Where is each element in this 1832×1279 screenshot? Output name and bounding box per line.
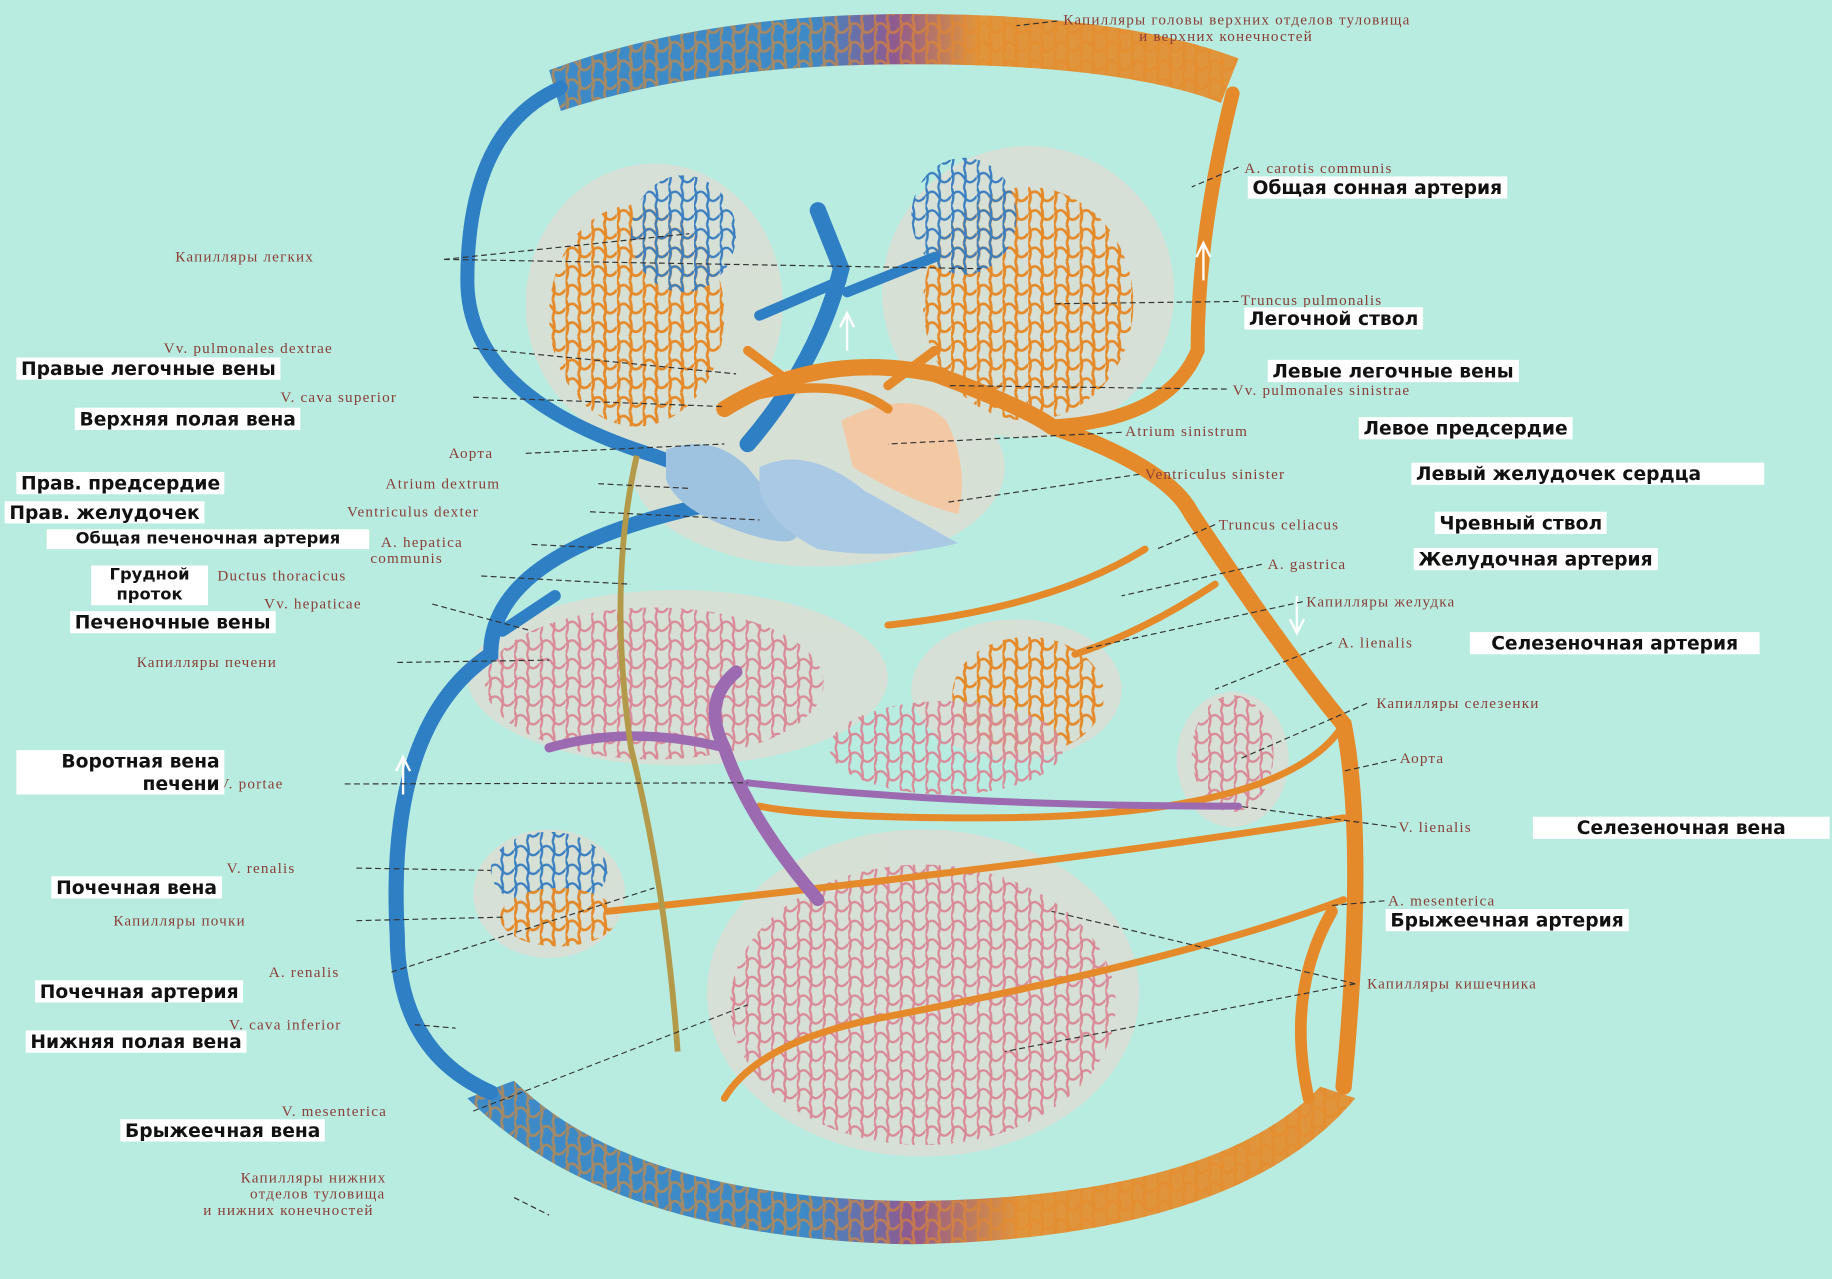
a-hepatica-russian: Общая печеночная артерия bbox=[47, 529, 369, 549]
a-renalis-russian: Почечная артерия bbox=[35, 980, 243, 1002]
a-lienalis-latin: A. lienalis bbox=[1338, 634, 1413, 650]
ductus-thoracicus-russian: Грудной проток bbox=[91, 565, 208, 605]
liver-capillaries-latin: Капилляры печени bbox=[137, 654, 277, 670]
atrium-dextrum-latin: Atrium dextrum bbox=[386, 476, 501, 492]
v-portae-latin: V. portae bbox=[218, 776, 283, 792]
vena-cava-superior-russian: Верхняя полая вена bbox=[75, 408, 301, 430]
truncus-pulmonalis-latin: Truncus pulmonalis bbox=[1241, 292, 1383, 308]
vv-pulmonales-dextrae-latin: Vv. pulmonales dextrae bbox=[164, 340, 333, 356]
truncus-pulmonalis-russian: Легочной ствол bbox=[1244, 307, 1423, 329]
vena-cava-inferior-russian: Нижняя полая вена bbox=[26, 1030, 247, 1052]
vv-pulmonales-dextrae-russian: Правые легочные вены bbox=[16, 358, 280, 380]
a-gastrica-latin: A. gastrica bbox=[1268, 556, 1347, 572]
ventriculus-sinister-russian: Левый желудочек сердца bbox=[1411, 463, 1764, 485]
a-lienalis-russian: Селезеночная артерия bbox=[1470, 632, 1760, 654]
pancreas-capillaries bbox=[830, 701, 1064, 794]
a-mesenterica-russian: Брыжеечная артерия bbox=[1386, 909, 1629, 931]
truncus-celiacus-russian: Чревный ствол bbox=[1435, 512, 1607, 534]
bottom-capillaries-latin-line2: отделов туловища bbox=[250, 1186, 385, 1202]
vv-hepaticae-latin: Vv. hepaticae bbox=[264, 596, 362, 612]
lung-capillaries-latin: Капилляры легких bbox=[175, 249, 314, 265]
ventriculus-sinister-latin: Ventriculus sinister bbox=[1145, 466, 1285, 482]
vv-pulmonales-sinistrae-russian: Левые легочные вены bbox=[1268, 360, 1519, 382]
v-mesenterica-russian: Брыжеечная вена bbox=[120, 1119, 325, 1141]
top-capillaries-latin-line2: и верхних конечностей bbox=[1139, 28, 1313, 44]
a-gastrica-russian: Желудочная артерия bbox=[1414, 548, 1658, 570]
a-renalis-latin: A. renalis bbox=[269, 964, 340, 980]
vv-pulmonales-sinistrae-latin: Vv. pulmonales sinistrae bbox=[1233, 382, 1411, 398]
ductus-thoracicus-latin: Ductus thoracicus bbox=[217, 568, 346, 584]
v-renalis-latin: V. renalis bbox=[227, 860, 296, 876]
carotis-russian: Общая сонная артерия bbox=[1248, 176, 1507, 198]
kidney-capillaries-latin: Капилляры почки bbox=[113, 912, 245, 928]
a-hepatica-latin: A. hepatica bbox=[381, 534, 463, 550]
carotis-latin: A. carotis communis bbox=[1244, 160, 1392, 176]
stomach-capillaries-latin: Капилляры желудка bbox=[1306, 594, 1455, 610]
top-capillaries-latin: Капилляры головы верхних отделов туловищ… bbox=[1063, 12, 1410, 28]
vena-cava-superior-latin: V. cava superior bbox=[280, 389, 397, 405]
spleen-capillaries-latin: Капилляры селезенки bbox=[1376, 695, 1539, 711]
bottom-capillaries-latin-line1: Капилляры нижних bbox=[241, 1170, 387, 1186]
upper-body-capillary-bed bbox=[549, 14, 1238, 111]
right-lung-venous-capillaries bbox=[631, 175, 736, 292]
atrium-sinistrum-latin: Atrium sinistrum bbox=[1125, 423, 1248, 439]
atrium-dextrum-russian: Прав. предсердие bbox=[16, 472, 225, 494]
a-mesenterica-latin: A. mesenterica bbox=[1388, 893, 1495, 909]
a-hepatica-latin-line2: communis bbox=[370, 550, 443, 566]
intestine-capillaries-latin: Капилляры кишечника bbox=[1367, 976, 1537, 992]
vv-hepaticae-russian: Печеночные вены bbox=[70, 611, 275, 633]
v-lienalis-latin: V. lienalis bbox=[1399, 819, 1472, 835]
bottom-capillaries-latin-line3: и нижних конечностей bbox=[203, 1202, 373, 1218]
v-mesenterica-latin: V. mesenterica bbox=[282, 1103, 387, 1119]
ventriculus-dexter-latin: Ventriculus dexter bbox=[347, 504, 479, 520]
atrium-sinistrum-russian: Левое предсердие bbox=[1359, 417, 1573, 439]
aorta-bottom-latin: Аорта bbox=[1400, 750, 1445, 766]
kidney-arterial-capillaries bbox=[500, 888, 617, 946]
truncus-celiacus-latin: Truncus celiacus bbox=[1219, 516, 1340, 532]
v-portae-russian: Воротная вена печени bbox=[16, 750, 224, 794]
ventriculus-dexter-russian: Прав. желудочек bbox=[5, 501, 205, 523]
gastric-path bbox=[888, 549, 1145, 625]
intestine-capillaries bbox=[730, 865, 1116, 1145]
v-lienalis-russian: Селезеночная вена bbox=[1533, 817, 1830, 839]
aorta-top-latin: Аорта bbox=[449, 445, 494, 461]
v-renalis-russian: Почечная вена bbox=[51, 876, 221, 898]
